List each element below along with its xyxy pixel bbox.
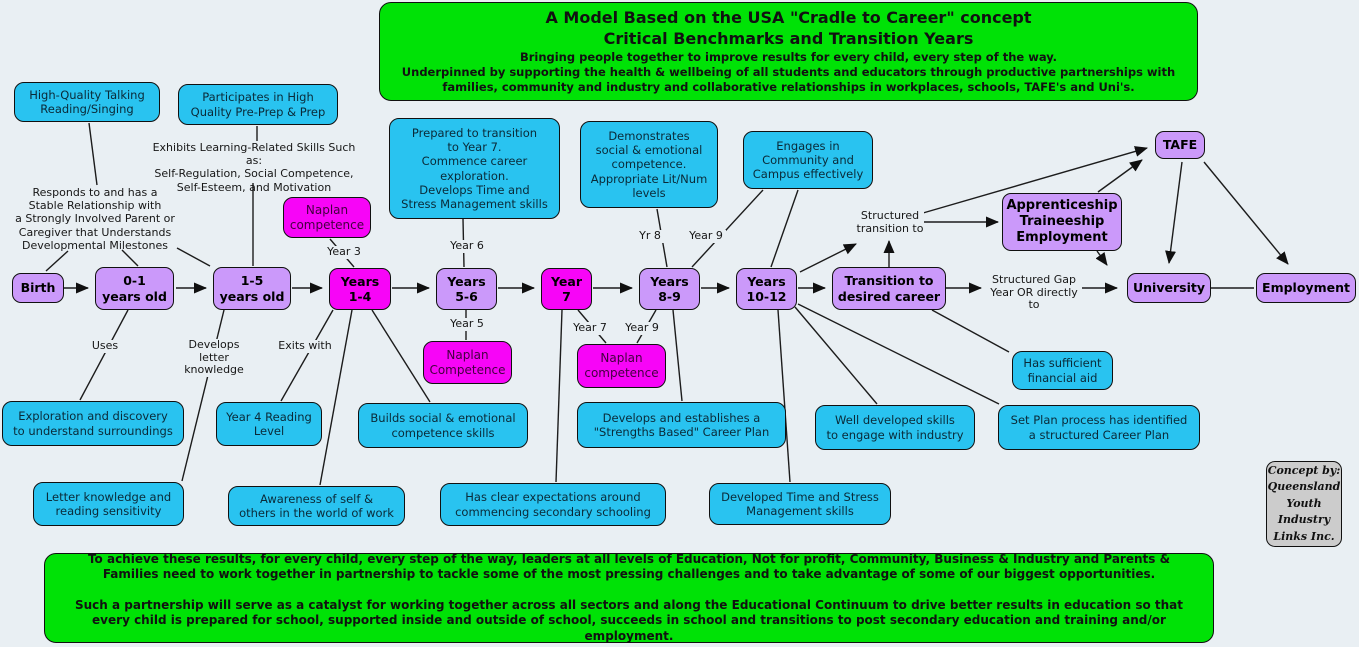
edge-engages-years8-9: [691, 189, 764, 268]
benchmark-year4-reading: Year 4 Reading Level: [216, 402, 322, 446]
benchmark-set-plan: Set Plan process has identified a struct…: [998, 405, 1200, 450]
edge-responds-0-1: [121, 249, 139, 267]
title-box: A Model Based on the USA "Cradle to Care…: [379, 2, 1198, 101]
edge-apprenticeship-university: [1095, 250, 1108, 266]
note-responds-relationship: Responds to and has a Stable Relationshi…: [15, 186, 175, 252]
benchmark-industry-skills: Well developed skills to engage with ind…: [815, 405, 975, 450]
benchmark-letter-knowledge: Letter knowledge and reading sensitivity: [33, 482, 184, 526]
benchmark-demonstrates: Demonstrates social & emotional competen…: [580, 121, 718, 208]
stage-transition-career: Transition to desired career: [832, 267, 946, 310]
footer-box: To achieve these results, for every chil…: [44, 552, 1214, 643]
edge-responds-1-5: [176, 247, 211, 267]
title-line-3: Bringing people together to improve resu…: [519, 49, 1058, 64]
stage-0-1-years: 0-1 years old: [95, 267, 174, 310]
credit-box: Concept by: Queensland Youth Industry Li…: [1266, 461, 1342, 547]
benchmark-time-stress: Developed Time and Stress Management ski…: [709, 483, 891, 525]
edge-tafe-employment: [1203, 161, 1289, 265]
title-line-2: Critical Benchmarks and Transition Years: [603, 29, 974, 49]
stage-years-5-6: Years 5-6: [436, 268, 497, 310]
edge-years1-4-awareness: [319, 309, 353, 486]
edge-label-year3: Year 3: [325, 245, 363, 259]
naplan-year7-9-box: Naplan competence: [577, 344, 666, 388]
stage-years-1-4: Years 1-4: [329, 268, 391, 310]
edge-tafe-university: [1165, 161, 1183, 264]
edge-label-structured-transition: Structured transition to: [856, 209, 924, 236]
benchmark-financial-aid: Has sufficient financial aid: [1012, 351, 1113, 390]
edge-label-year6: Year 6: [448, 239, 486, 253]
edge-talking-responds: [88, 122, 98, 186]
stage-employment: Employment: [1256, 273, 1356, 303]
edge-years10-12-industry: [794, 306, 878, 405]
edge-years10-12-structured: [799, 243, 857, 273]
edge-label-year5: Year 5: [448, 317, 486, 331]
stage-tafe: TAFE: [1155, 131, 1205, 159]
edge-years1-4-builds: [371, 309, 431, 403]
benchmark-strengths-plan: Develops and establishes a "Strengths Ba…: [577, 402, 786, 448]
edge-transition-financial: [931, 309, 1010, 353]
edge-responds-birth: [45, 250, 69, 272]
naplan-year5-box: Naplan Competence: [423, 341, 512, 384]
benchmark-pre-prep: Participates in High Quality Pre-Prep & …: [178, 84, 338, 125]
stage-university: University: [1127, 273, 1211, 303]
edge-label-year9-low: Year 9: [622, 321, 662, 335]
edge-year7-expectations: [555, 309, 563, 483]
stage-1-5-years: 1-5 years old: [213, 267, 291, 310]
edge-years1-4-reading: [280, 309, 334, 402]
edge-label-year9-up: Year 9: [686, 229, 726, 243]
note-exhibits-skills: Exhibits Learning-Related Skills Such as…: [152, 141, 356, 194]
stage-birth: Birth: [12, 273, 64, 303]
edge-engages-years10-12: [770, 189, 799, 268]
stage-apprenticeship: Apprenticeship Traineeship Employment: [1002, 193, 1122, 251]
benchmark-exploration: Exploration and discovery to understand …: [2, 401, 184, 446]
benchmark-awareness: Awareness of self & others in the world …: [228, 486, 405, 526]
naplan-year3-box: Naplan competence: [283, 197, 371, 238]
edge-label-develops-letter: Develops letter knowledge: [172, 338, 256, 377]
edge-years8-9-strengths: [672, 309, 683, 402]
benchmark-builds-social: Builds social & emotional competence ski…: [358, 403, 528, 448]
edge-1-5-letter: [181, 309, 225, 482]
edge-label-uses: Uses: [86, 339, 124, 353]
title-line-4: Underpinned by supporting the health & w…: [401, 64, 1176, 94]
edge-apprenticeship-tafe: [1097, 159, 1143, 193]
benchmark-prepared-transition: Prepared to transition to Year 7. Commen…: [389, 118, 560, 219]
benchmark-expectations: Has clear expectations around commencing…: [440, 483, 666, 526]
title-line-1: A Model Based on the USA "Cradle to Care…: [545, 8, 1032, 28]
stage-year-7: Year 7: [541, 268, 592, 310]
stage-years-8-9: Years 8-9: [639, 268, 700, 310]
edge-label-exits-with: Exits with: [278, 339, 332, 353]
edge-years10-12-timestress: [777, 309, 791, 483]
edge-label-structured-gap: Structured Gap Year OR directly to: [986, 273, 1082, 312]
edge-structured-tafe: [922, 146, 1148, 214]
benchmark-hq-talking: High-Quality Talking Reading/Singing: [14, 82, 160, 122]
edge-label-year7: Year 7: [570, 321, 610, 335]
edge-label-yr8: Yr 8: [636, 229, 664, 243]
edge-0-1-exploration: [79, 309, 129, 401]
stage-years-10-12: Years 10-12: [736, 268, 797, 310]
edge-years10-12-setplan: [797, 303, 1000, 405]
benchmark-engages: Engages in Community and Campus effectiv…: [743, 131, 873, 189]
